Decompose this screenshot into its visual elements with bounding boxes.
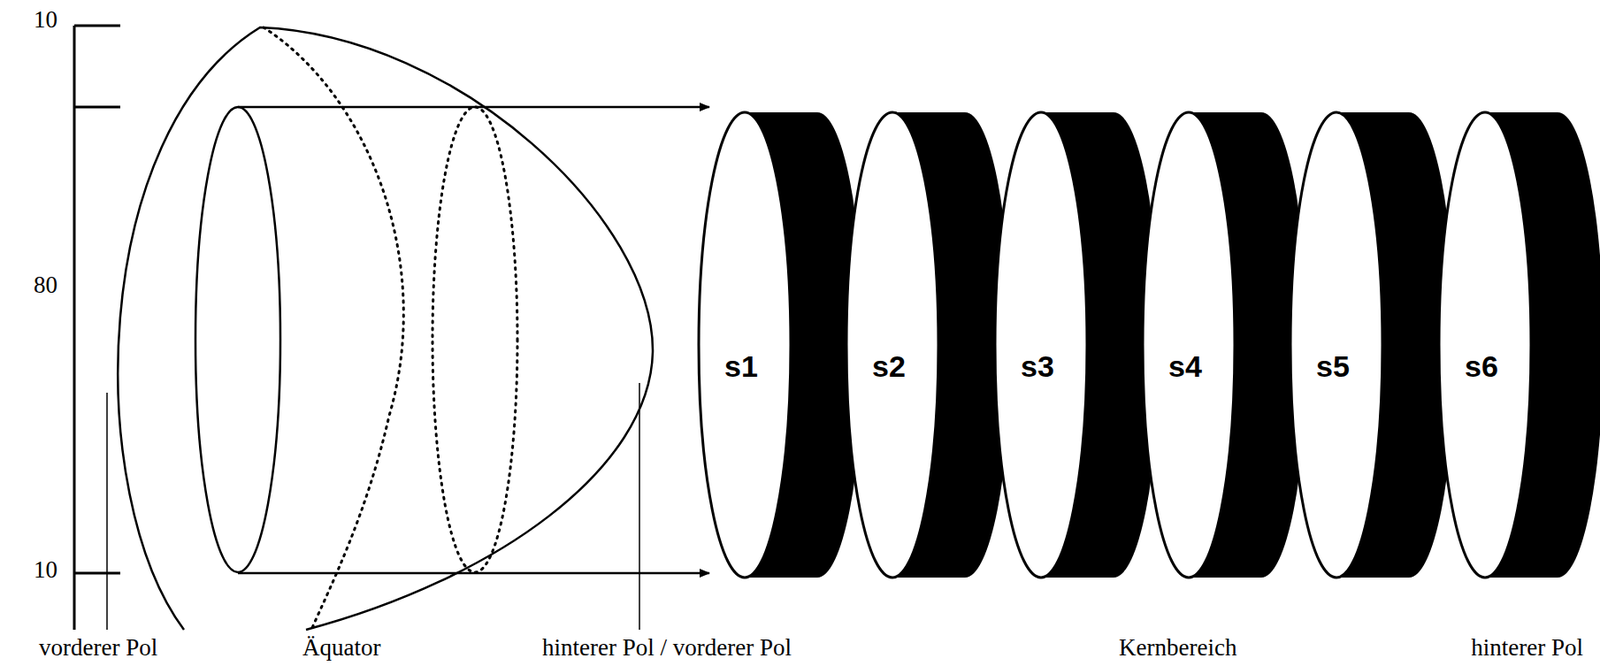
region-label: Kernbereich (1117, 635, 1239, 662)
axis-number: 10 (31, 557, 60, 584)
lens-slice: s4 (1140, 110, 1310, 580)
slice-shape (696, 110, 866, 580)
slice-shape (1288, 110, 1457, 580)
region-label: Äquator (300, 635, 383, 662)
slice-label: s6 (1464, 351, 1499, 382)
slice-label: s2 (872, 351, 906, 382)
lens-slice: s1 (696, 110, 866, 580)
region-label: hinterer Pol (1469, 635, 1585, 662)
axis-number: 80 (31, 272, 60, 299)
region-label: vorderer Pol (37, 635, 160, 662)
slice-shape (993, 110, 1162, 580)
axis-number: 10 (31, 7, 60, 34)
slice-label: s3 (1020, 351, 1055, 382)
slice-shape (844, 110, 1013, 580)
lens-slice: s2 (844, 110, 1013, 580)
slice-label: s5 (1316, 351, 1350, 382)
region-label: hinterer Pol / vorderer Pol (540, 635, 794, 662)
lens-slice: s5 (1288, 110, 1457, 580)
slice-shape (1437, 110, 1600, 580)
lens-slice: s6 (1437, 110, 1600, 580)
slice-label: s1 (724, 351, 758, 382)
slice-label: s4 (1168, 351, 1202, 382)
lens-slice: s3 (993, 110, 1162, 580)
slice-shape (1140, 110, 1310, 580)
